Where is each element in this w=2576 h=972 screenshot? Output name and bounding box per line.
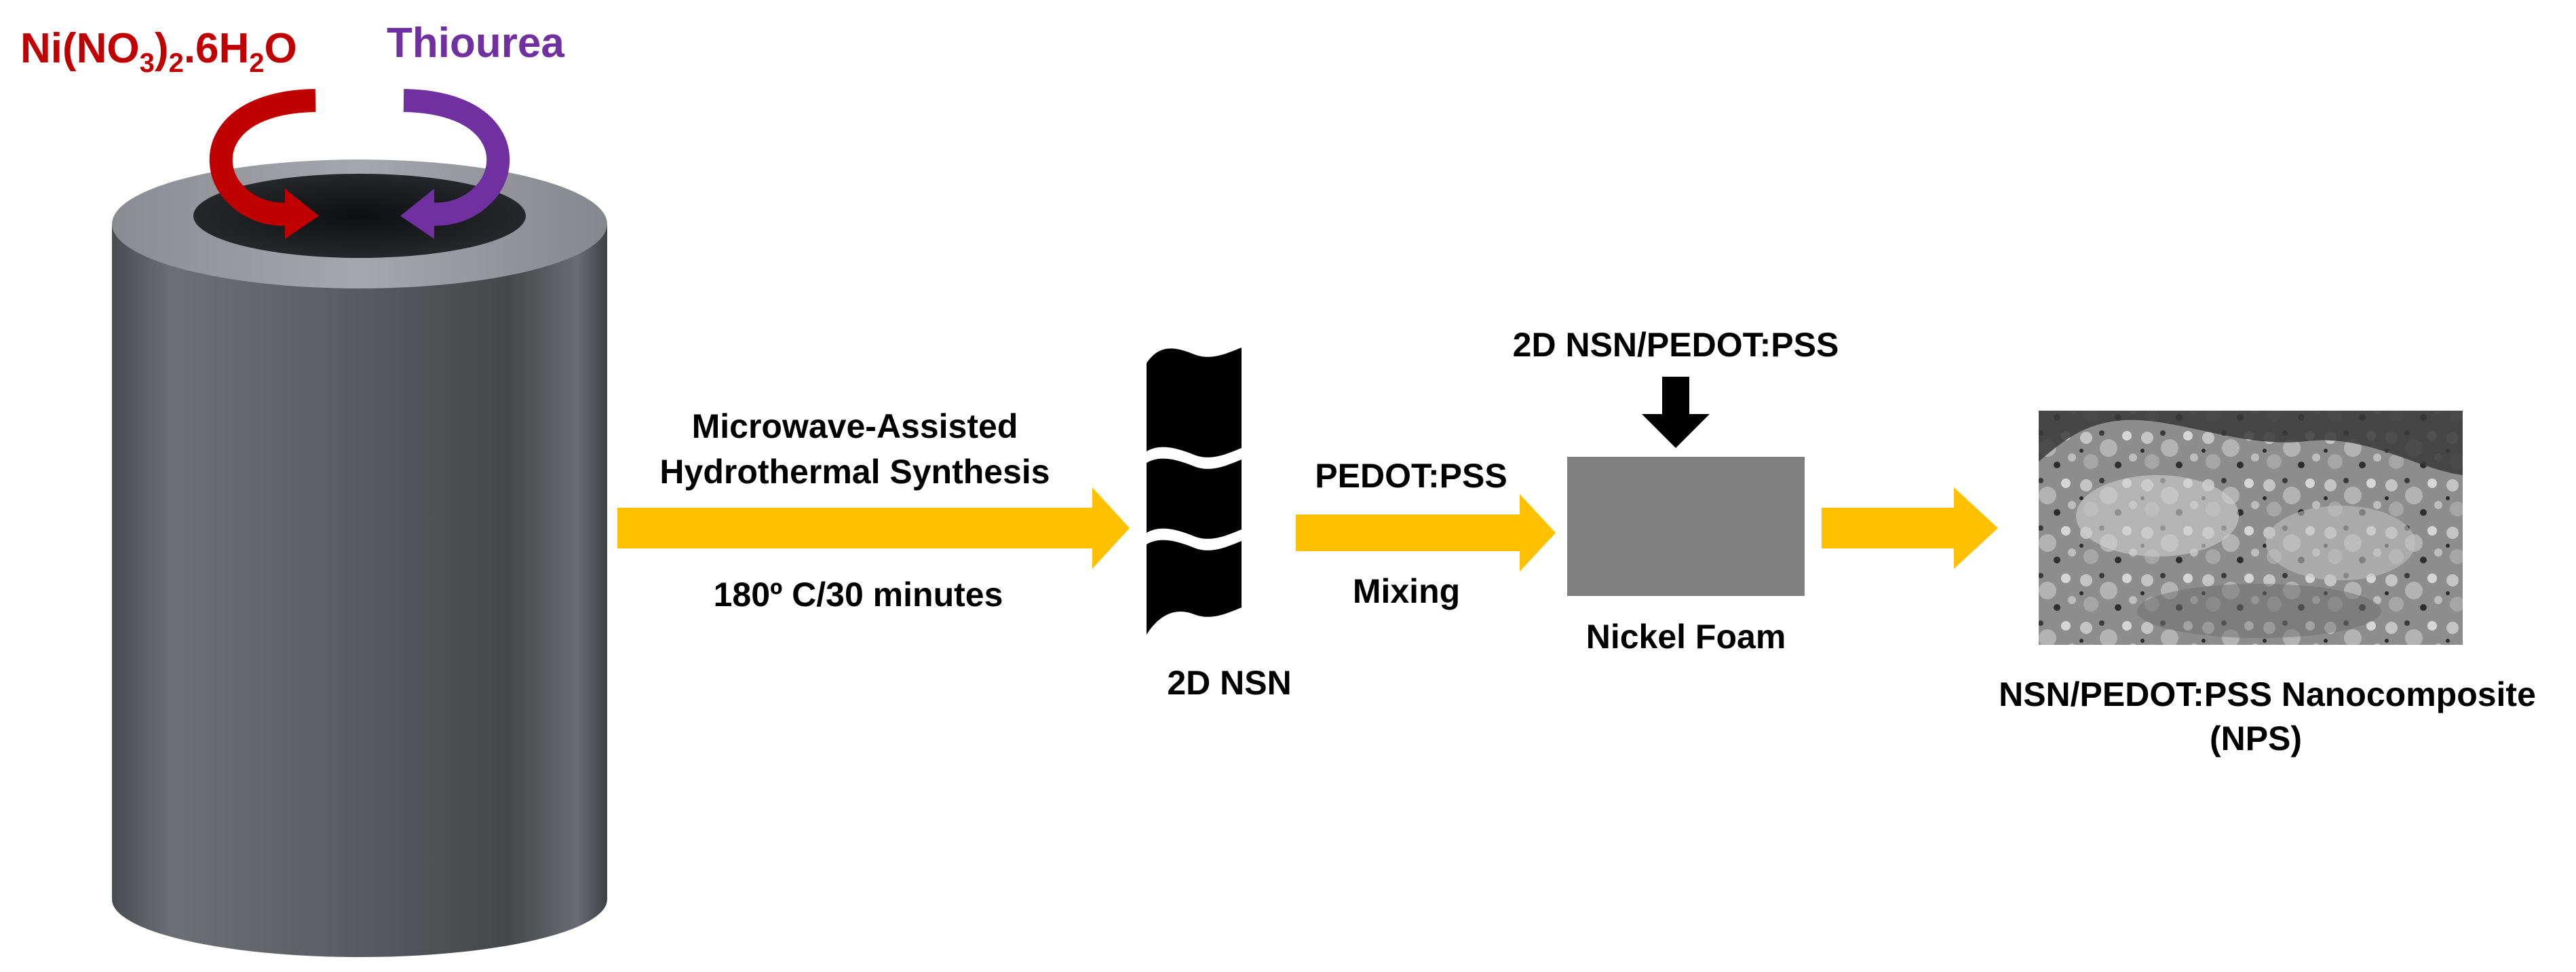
sem-micrograph-image [2039,411,2463,645]
coating-label: 2D NSN/PEDOT:PSS [1513,326,1839,364]
pedot-label: PEDOT:PSS [1315,457,1507,495]
final-arrow-icon [1822,487,1998,569]
nsn-label: 2D NSN [1167,664,1291,702]
synthesis-condition-label: 180º C/30 minutes [714,576,1003,614]
mixing-arrow-icon [1296,494,1556,572]
product-label-line1: NSN/PEDOT:PSS Nanocomposite [1999,675,2536,713]
synthesis-arrow-icon [617,487,1130,569]
nickel-salt-arrow-icon [209,89,319,239]
thiourea-arrow-icon [400,89,510,239]
reaction-vessel-icon [112,160,607,957]
thiourea-label: Thiourea [387,20,564,67]
nickel-salt-label: Ni(NO3)2.6H2O [20,25,297,78]
product-label-line2: (NPS) [2210,719,2302,758]
synthesis-label-line2: Hydrothermal Synthesis [659,453,1050,491]
nickel-foam-icon [1567,457,1805,596]
synthesis-label-line1: Microwave-Assisted [692,407,1018,445]
nanosheet-stack-icon [1147,348,1242,635]
mixing-label: Mixing [1353,572,1460,610]
nickel-foam-label: Nickel Foam [1586,618,1786,656]
coating-down-arrow-icon [1642,377,1710,448]
